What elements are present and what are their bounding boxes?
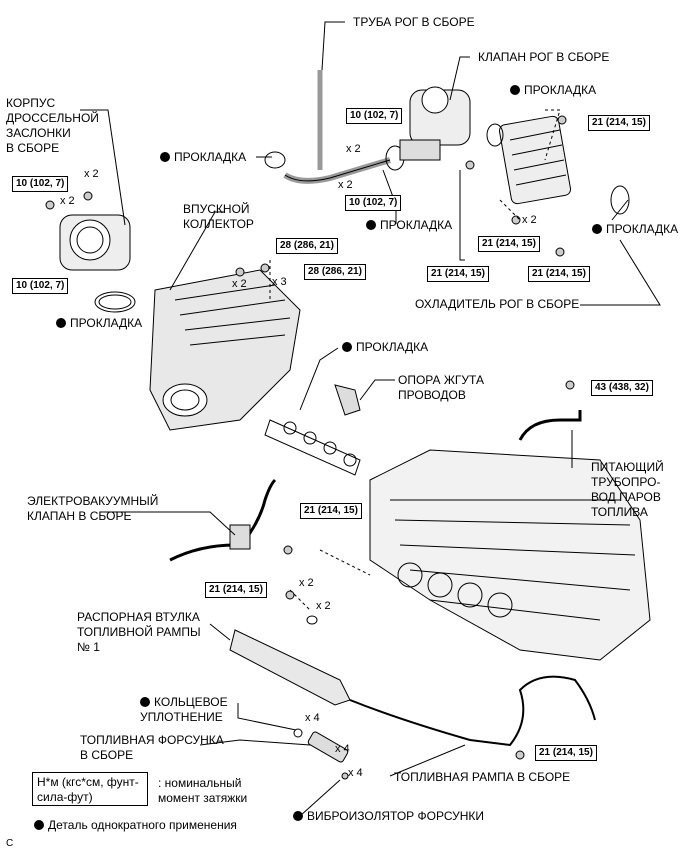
non-reusable-bullet-icon [342, 342, 352, 352]
quantity-marker: x 2 [338, 179, 353, 191]
egr-cooler-gasket-top-label: ПРОКЛАДКА [510, 83, 596, 98]
non-reusable-bullet-icon [592, 224, 602, 234]
fuel-rail-label: ТОПЛИВНАЯ РАМПА В СБОРЕ [394, 770, 571, 784]
leader-lines [80, 21, 661, 817]
egr-cooler-label: ОХЛАДИТЕЛЬ РОГ В СБОРЕ [415, 297, 580, 311]
o-ring-text: КОЛЬЦЕВОЕ УПЛОТНЕНИЕ [140, 695, 228, 724]
torque-spec: 10 (102, 7) [346, 108, 403, 124]
quantity-marker: x 2 [84, 168, 99, 180]
fuel-rail-drawing [229, 590, 596, 760]
egr-valve-gasket-label: ПРОКЛАДКА [366, 218, 452, 233]
throttle-body-label: КОРПУС ДРОССЕЛЬНОЙ ЗАСЛОНКИ В СБОРЕ [6, 96, 99, 155]
non-reusable-bullet-icon [140, 697, 150, 707]
wire-harness-clamp-drawing [334, 384, 361, 416]
gasket-label: ПРОКЛАДКА [356, 340, 429, 354]
injector-insulator-label: ВИБРОИЗОЛЯТОР ФОРСУНКИ [293, 809, 484, 824]
torque-spec: 10 (102, 7) [12, 278, 69, 294]
vsv-drawing [169, 478, 293, 562]
egr-pipe-label: ТРУБА РОГ В СБОРЕ [353, 15, 475, 29]
torque-spec: 21 (214, 15) [300, 503, 362, 519]
corner-mark: C [6, 838, 14, 849]
gasket-label: ПРОКЛАДКА [174, 150, 247, 164]
quantity-marker: x 2 [299, 577, 314, 589]
torque-spec: 28 (286, 21) [276, 238, 338, 254]
torque-spec: 21 (214, 15) [535, 745, 597, 761]
vapor-pipe-label: ПИТАЮЩИЙ ТРУБОПРО- ВОД ПАРОВ ТОПЛИВА [591, 460, 664, 519]
torque-spec: 10 (102, 7) [12, 176, 69, 192]
quantity-marker: x 2 [346, 143, 361, 155]
non-reusable-bullet-icon [34, 820, 44, 830]
torque-spec: 21 (214, 15) [588, 115, 650, 131]
gasket-label: ПРОКЛАДКА [524, 83, 597, 97]
torque-units-legend-box: Н*м (кгс*см, фунт- сила-фут) [32, 772, 148, 806]
quantity-marker: x 2 [522, 214, 537, 226]
throttle-body-drawing [45, 191, 136, 313]
torque-spec: 21 (214, 15) [205, 582, 267, 598]
egr-pipe-gasket-label: ПРОКЛАДКА [160, 150, 246, 165]
quantity-marker: x 4 [348, 767, 363, 779]
torque-spec: 21 (214, 15) [478, 236, 540, 252]
torque-spec: 28 (286, 21) [304, 264, 366, 280]
wire-harness-clamp-label: ОПОРА ЖГУТА ПРОВОДОВ [398, 373, 484, 402]
injector-label: ТОПЛИВНАЯ ФОРСУНКА В СБОРЕ [80, 733, 224, 762]
non-reusable-bullet-icon [56, 318, 66, 328]
non-reusable-bullet-icon [510, 85, 520, 95]
quantity-marker: x 2 [60, 195, 75, 207]
vapor-pipe-drawing [518, 380, 582, 441]
spacer-label: РАСПОРНАЯ ВТУЛКА ТОПЛИВНОЙ РАМПЫ № 1 [77, 610, 201, 654]
quantity-marker: x 2 [232, 278, 247, 290]
quantity-marker: x 2 [316, 600, 331, 612]
egr-cooler-drawing [486, 115, 630, 257]
torque-spec: 43 (438, 32) [591, 380, 653, 396]
manifold-gasket-label: ПРОКЛАДКА [342, 340, 428, 355]
egr-valve-label: КЛАПАН РОГ В СБОРЕ [478, 50, 610, 64]
gasket-label: ПРОКЛАДКА [70, 316, 143, 330]
intake-manifold-drawing [149, 263, 301, 431]
non-reusable-legend-text: Деталь однократного применения [48, 818, 237, 832]
injector-drawing [293, 728, 349, 780]
gasket-label: ПРОКЛАДКА [606, 222, 679, 236]
torque-spec: 10 (102, 7) [345, 195, 402, 211]
vsv-label: ЭЛЕКТРОВАКУУМНЫЙ КЛАПАН В СБОРЕ [27, 494, 159, 523]
egr-cooler-gasket-right-label: ПРОКЛАДКА [592, 222, 678, 237]
manifold-gasket-drawing [264, 419, 361, 476]
egr-pipe-drawing [264, 70, 405, 184]
torque-spec: 21 (214, 15) [528, 266, 590, 282]
quantity-marker: x 4 [335, 743, 350, 755]
egr-valve-drawing [399, 86, 475, 170]
quantity-marker: x 3 [272, 276, 287, 288]
quantity-marker: x 4 [305, 712, 320, 724]
non-reusable-bullet-icon [366, 220, 376, 230]
dashed-alignment-lines [269, 109, 561, 611]
engine-block-drawing [369, 449, 651, 661]
torque-spec: 21 (214, 15) [427, 266, 489, 282]
o-ring-label: КОЛЬЦЕВОЕ УПЛОТНЕНИЕ [140, 695, 228, 725]
non-reusable-legend: Деталь однократного применения [34, 818, 237, 832]
insulator-text: ВИБРОИЗОЛЯТОР ФОРСУНКИ [307, 809, 485, 823]
throttle-gasket-label: ПРОКЛАДКА [56, 316, 142, 331]
non-reusable-bullet-icon [293, 811, 303, 821]
intake-manifold-label: ВПУСКНОЙ КОЛЛЕКТОР [183, 202, 254, 231]
non-reusable-bullet-icon [160, 152, 170, 162]
torque-units-legend-text: : номинальный момент затяжки [158, 776, 248, 805]
gasket-label: ПРОКЛАДКА [380, 218, 453, 232]
